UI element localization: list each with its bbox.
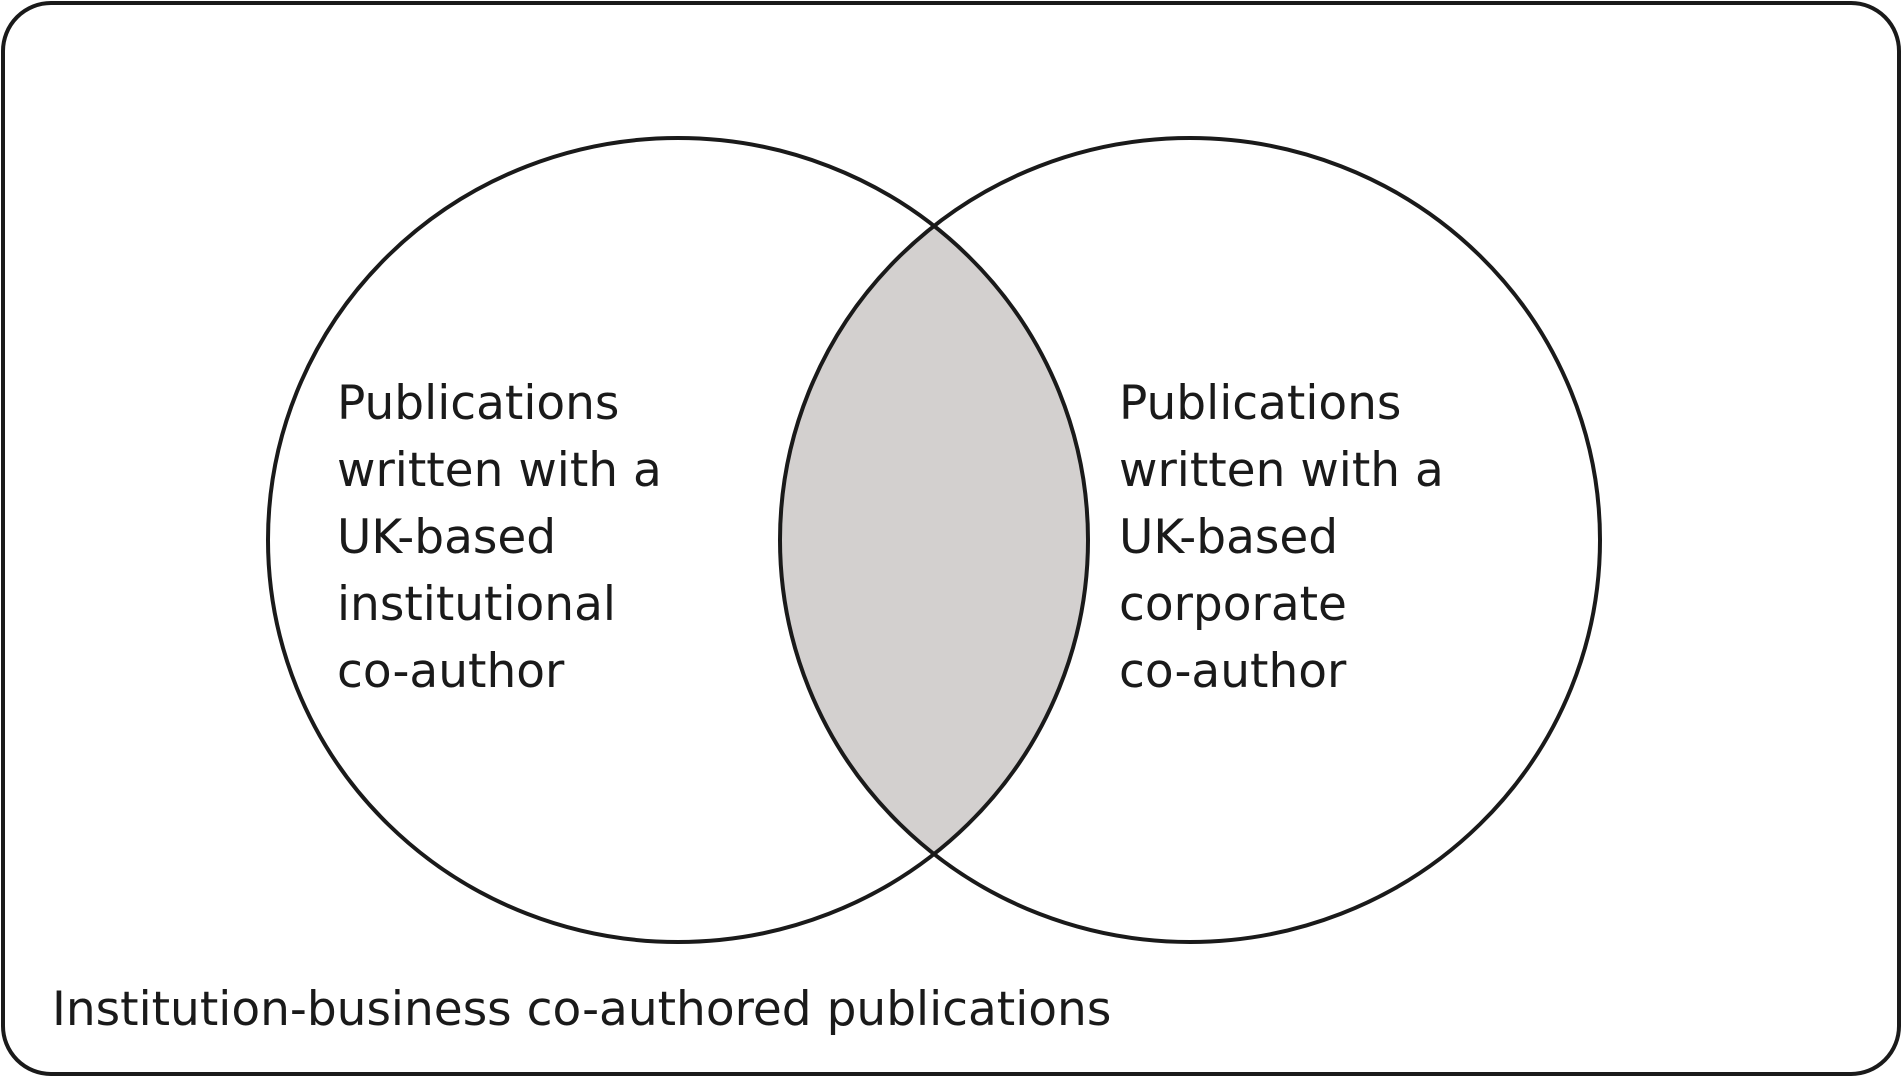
intersection-region <box>780 138 1088 942</box>
right-set-label: Publications written with a UK-based cor… <box>1119 370 1444 705</box>
left-set-circle <box>266 136 1090 944</box>
right-set-label-line: corporate <box>1119 577 1347 632</box>
left-set-label-line: UK-based <box>337 510 557 565</box>
right-set-label-line: co-author <box>1119 644 1347 699</box>
right-set-label-line: UK-based <box>1119 510 1339 565</box>
left-set-label-line: Publications <box>337 376 620 431</box>
left-set-label-line: institutional <box>337 577 616 632</box>
left-set-label: Publications written with a UK-based ins… <box>337 370 662 705</box>
left-set-label-line: written with a <box>337 443 662 498</box>
right-set-circle <box>778 136 1602 944</box>
universe-label: Institution-business co-authored publica… <box>52 982 1112 1037</box>
left-set-label-line: co-author <box>337 644 565 699</box>
right-set-label-line: written with a <box>1119 443 1444 498</box>
right-set-label-line: Publications <box>1119 376 1402 431</box>
